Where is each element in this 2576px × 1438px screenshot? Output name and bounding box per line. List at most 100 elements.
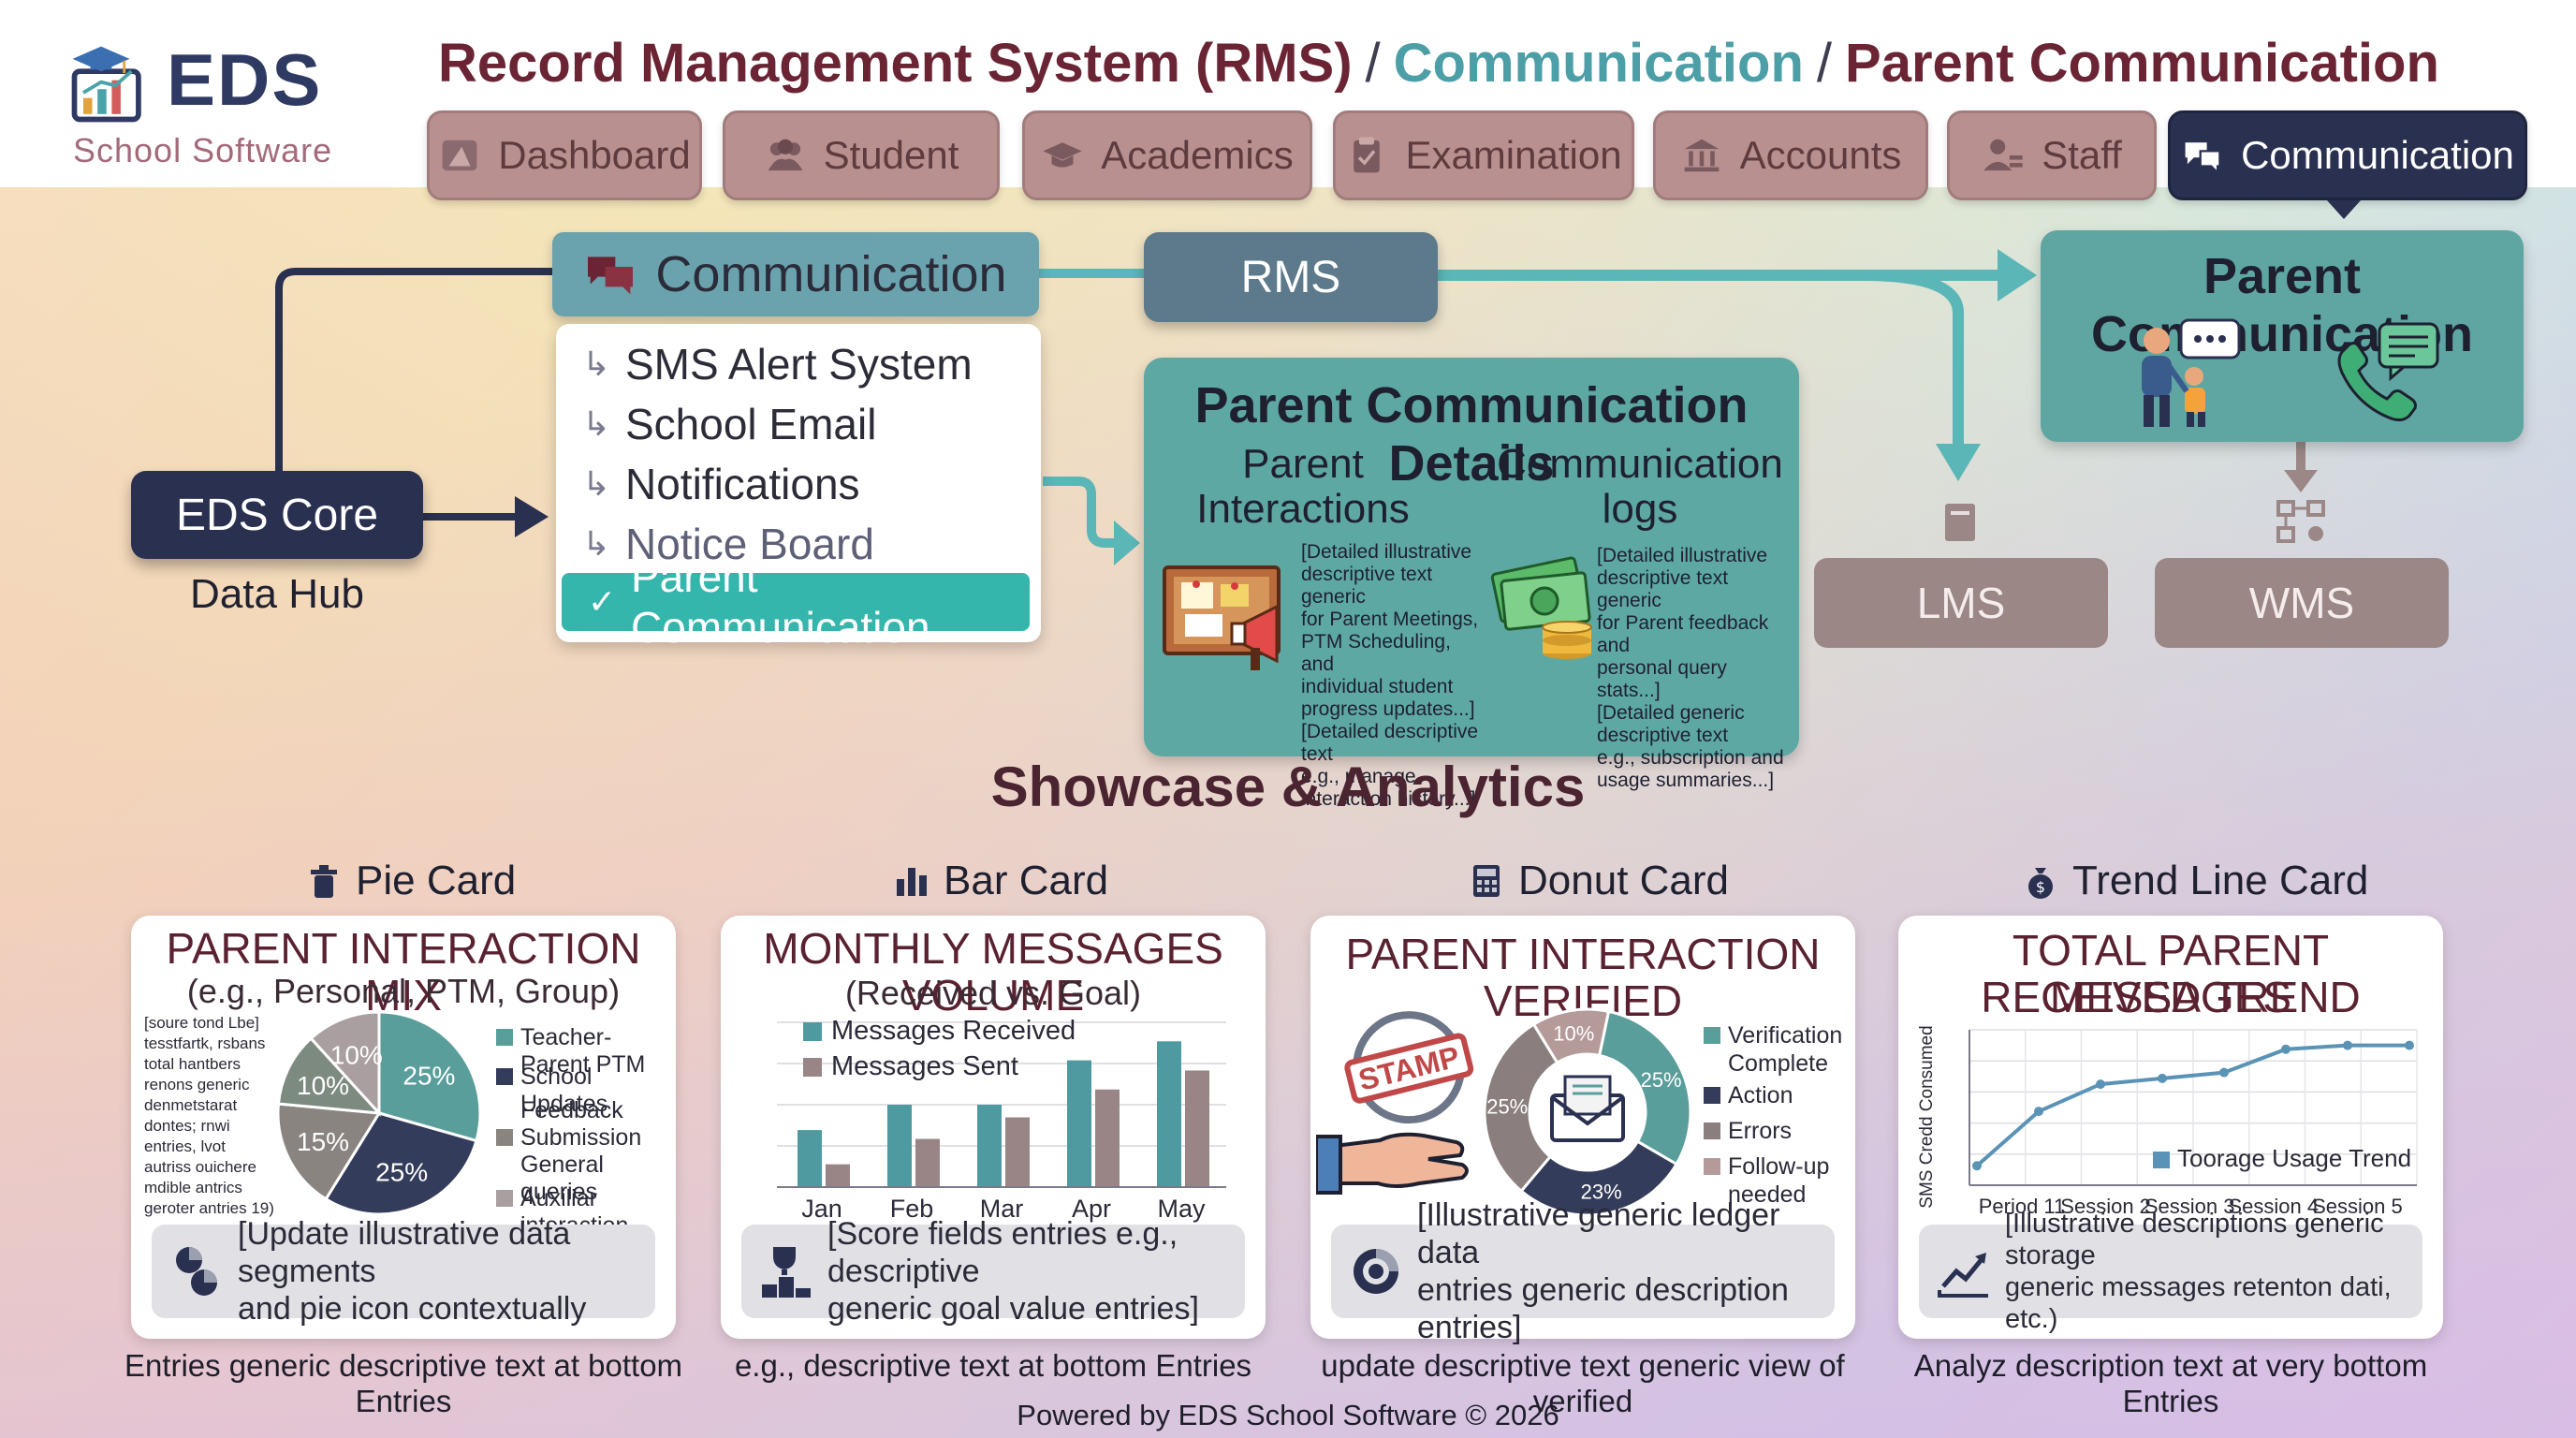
phone-message-icon [2337, 322, 2439, 422]
footer-text: [Score fields entries e.g., descriptive … [827, 1215, 1245, 1328]
x-tick-label: Session 4 [2228, 1195, 2319, 1218]
connector-menu-to-details [1043, 477, 1118, 548]
tab-student[interactable]: Student [723, 110, 1000, 200]
breadcrumb-separator: / [1365, 33, 1381, 94]
note-line: denmetstarat [144, 1096, 238, 1114]
trend-card-label: $ Trend Line Card [2022, 854, 2368, 908]
legend-swatch [1704, 1055, 1720, 1072]
parent-communication-node[interactable]: Parent Communication [2041, 230, 2524, 442]
menu-item-label: Notifications [625, 460, 860, 508]
footer-line: generic goal value entries] [827, 1291, 1199, 1327]
donut-segment [1483, 1022, 1559, 1194]
staff-icon [1983, 139, 2023, 171]
tab-staff[interactable]: Staff [1947, 110, 2157, 200]
note-line: [soure tond Lbe] [144, 1014, 259, 1032]
trophy-podium-icon [762, 1247, 811, 1298]
text-line: descriptive text [1597, 725, 1729, 746]
footer-line: generic messages retenton dati, etc.) [2005, 1272, 2392, 1334]
tab-dashboard[interactable]: Dashboard [427, 110, 702, 200]
menu-item-sms-alert[interactable]: ↳SMS Alert System [556, 335, 1041, 393]
breadcrumb-communication[interactable]: Communication [1393, 33, 1804, 94]
legend-swatch [803, 1022, 822, 1041]
communication-logs-title-a: Communication [1497, 441, 1783, 487]
donut-legend-item: Action [1704, 1082, 1793, 1109]
svg-text:$: $ [2036, 878, 2045, 896]
logo[interactable]: EDS School Software [56, 28, 365, 169]
footer-line: [Score fields entries e.g., descriptive [827, 1216, 1178, 1289]
bar-card[interactable]: MONTHLY MESSAGES VOLUME (Received vs. Go… [721, 916, 1266, 1339]
communication-node[interactable]: Communication [552, 232, 1039, 316]
rms-node[interactable]: RMS [1144, 232, 1438, 322]
book-icon [1945, 504, 1975, 541]
legend-label: needed [1728, 1181, 1807, 1208]
communication-logs-title-b: logs [1602, 486, 1678, 532]
note-line: autriss ouichere [144, 1158, 257, 1176]
bar-card-footer: [Score fields entries e.g., descriptive … [741, 1216, 1245, 1327]
pie-slice-label: 15% [297, 1127, 349, 1156]
legend-label: General queries [520, 1152, 604, 1205]
x-tick-label: Mar [980, 1195, 1024, 1223]
text-line: [Detailed illustrative [1597, 545, 1768, 566]
x-tick-label: May [1157, 1195, 1206, 1223]
trend-card-title-a: TOTAL PARENT MESSAGES [2012, 926, 2330, 1021]
money-bag-icon: $ [2028, 868, 2053, 899]
tab-label: Accounts [1739, 133, 1902, 177]
parent-interactions-title-a: Parent [1242, 441, 1364, 487]
tab-academics[interactable]: Academics [1022, 110, 1312, 200]
menu-item-notice-board[interactable]: ↳Notice Board [556, 515, 1041, 573]
footer-line: entries generic description entries] [1417, 1272, 1789, 1345]
data-hub-label: Data Hub [190, 571, 364, 617]
eds-core-node[interactable]: EDS Core [131, 471, 423, 559]
bank-icon [1684, 139, 1720, 172]
donut-segment-label: 23% [1581, 1181, 1622, 1204]
menu-item-label: Parent Communication [631, 552, 930, 652]
graduation-chart-icon [71, 46, 141, 123]
note-line: tesstfartk, rsbans [144, 1034, 266, 1052]
pie-legend-item: School Updates [496, 1064, 676, 1118]
logo-subtitle: School Software [73, 131, 333, 169]
donut-segment-label: 10% [1553, 1021, 1594, 1045]
bar [1157, 1041, 1181, 1187]
legend-swatch [1704, 1027, 1720, 1044]
trend-card[interactable]: TOTAL PARENT MESSAGES RECEIVED TREND SMS… [1898, 916, 2443, 1339]
legend-swatch [1704, 1158, 1720, 1175]
note-line: total hantbers [144, 1055, 242, 1073]
showcase-title: Showcase & Analytics [990, 756, 1586, 818]
donut-segment [1519, 1139, 1679, 1217]
menu-item-parent-communication[interactable]: ✓Parent Communication [562, 552, 1030, 652]
lms-node[interactable]: LMS [1814, 558, 2108, 648]
donut-card[interactable]: PARENT INTERACTION VERIFIED STAMP 10%25%… [1310, 916, 1855, 1345]
note-line: renons generic [144, 1076, 250, 1093]
chat-bubbles-icon [588, 257, 634, 295]
tab-examination[interactable]: Examination [1333, 110, 1634, 200]
donut-card-footer: [Illustrative generic ledger data entrie… [1331, 1197, 1835, 1345]
legend-label: Follow-up [1728, 1153, 1830, 1180]
wms-node[interactable]: WMS [2155, 558, 2449, 648]
legend-swatch [496, 1029, 513, 1046]
text-line: for Parent feedback and [1597, 612, 1769, 656]
bar [887, 1105, 912, 1187]
trend-point [2281, 1044, 2291, 1054]
connector-core-to-communication [275, 268, 554, 471]
pie-slice [377, 1010, 482, 1143]
tab-accounts[interactable]: Accounts [1653, 110, 1928, 200]
menu-item-notifications[interactable]: ↳Notifications [556, 455, 1041, 513]
tab-label: Examination [1405, 133, 1622, 177]
bar-card-caption: e.g., descriptive text at bottom Entries [734, 1348, 1252, 1383]
pie-slice-label: 10% [297, 1071, 349, 1100]
bar-chart-icon [897, 868, 927, 896]
pie-slice [309, 1010, 381, 1117]
menu-item-school-email[interactable]: ↳School Email [556, 395, 1041, 453]
donut-segment [1597, 1009, 1692, 1167]
breadcrumb-rms[interactable]: Record Management System (RMS) [438, 33, 1353, 94]
pie-card[interactable]: PARENT INTERACTION MIX (e.g., Personal, … [131, 916, 676, 1339]
legend-label: Complete [1728, 1050, 1828, 1077]
sub-arrow-icon: ↳ [582, 345, 611, 383]
pie-chart: 25%25%15%10%10% [276, 1010, 482, 1216]
legend-label: School Updates [520, 1064, 608, 1117]
text-line: descriptive text generic [1301, 564, 1433, 608]
card-label-text: Donut Card [1518, 858, 1730, 903]
trend-card-caption: Analyz description text at very bottom E… [1913, 1348, 2428, 1418]
tab-communication[interactable]: Communication [2168, 110, 2527, 200]
